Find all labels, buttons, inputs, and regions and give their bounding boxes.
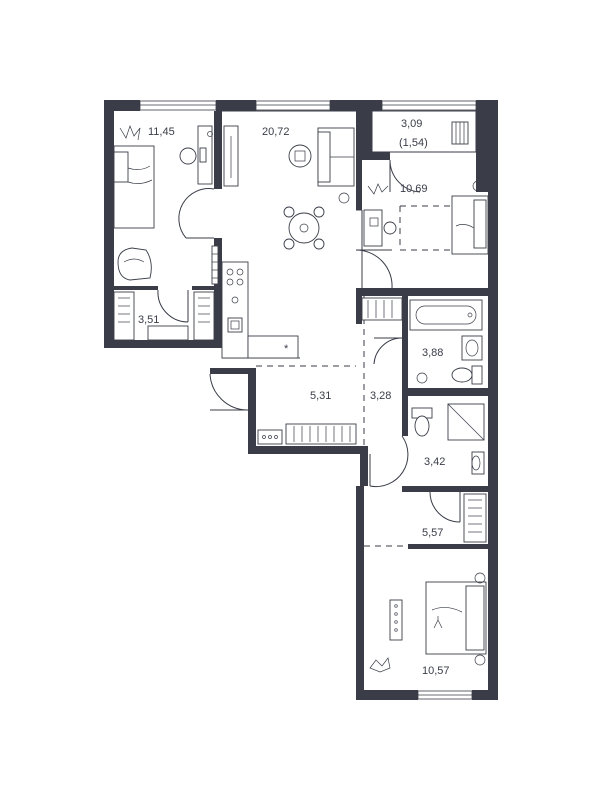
radiator-icon bbox=[211, 245, 219, 285]
toilet-icon bbox=[451, 365, 483, 385]
sink-icon-3 bbox=[471, 451, 485, 475]
washer-icon bbox=[416, 372, 428, 384]
radiator-icon-2 bbox=[389, 599, 403, 641]
area-label-corridor-1: 3,28 bbox=[370, 390, 391, 402]
area-label-balcony: 3,09 bbox=[401, 118, 422, 130]
wardrobe-racks bbox=[113, 291, 215, 341]
desk-icon-2 bbox=[363, 209, 397, 247]
area-label-toilet-shower: 3,42 bbox=[424, 456, 445, 468]
bed-icon bbox=[113, 145, 155, 229]
dining-table-icon bbox=[283, 206, 325, 250]
drying-rack-icon bbox=[451, 121, 469, 145]
area-label-wardrobe: 3,51 bbox=[138, 314, 159, 326]
doors bbox=[157, 159, 461, 523]
area-label-bedroom-3: 10,57 bbox=[422, 665, 450, 677]
area-label-bathroom: 3,88 bbox=[422, 347, 443, 359]
rug-icon bbox=[288, 144, 312, 168]
sink-icon-2 bbox=[461, 335, 483, 361]
plant-icon bbox=[119, 124, 141, 141]
windows bbox=[139, 100, 477, 700]
storage-strip bbox=[361, 297, 403, 321]
area-label-living-kitchen: 20,72 bbox=[262, 126, 290, 138]
area-label-bedroom-1: 11,45 bbox=[148, 126, 175, 138]
armchair-icon bbox=[117, 247, 152, 281]
shower-icon bbox=[447, 403, 485, 441]
fridge-mark: * bbox=[284, 343, 289, 355]
tv-unit bbox=[223, 125, 239, 187]
walls bbox=[104, 100, 498, 700]
room-labels: 11,45 20,72 3,09 (1,54) 10,69 3,51 3,88 … bbox=[138, 118, 450, 677]
bed-icon-2 bbox=[451, 195, 489, 255]
desk-icon bbox=[179, 125, 213, 185]
area-label-corridor-2: 5,57 bbox=[422, 527, 443, 539]
area-label-bedroom-2: 10,69 bbox=[400, 183, 428, 195]
plant-icon-3 bbox=[369, 572, 486, 673]
plant-icon-2 bbox=[338, 180, 484, 204]
area-label-entrance-hall: 5,31 bbox=[310, 390, 331, 402]
sink-icon bbox=[227, 317, 243, 333]
interior-lines bbox=[221, 110, 477, 547]
stove-icon bbox=[226, 268, 244, 304]
bathtub-icon bbox=[409, 299, 483, 331]
sofa-icon bbox=[317, 127, 355, 187]
area-note-balcony: (1,54) bbox=[399, 137, 428, 149]
toilet-icon-2 bbox=[411, 407, 433, 437]
bed-icon-3 bbox=[425, 581, 487, 655]
wardrobe-racks-2 bbox=[463, 493, 487, 543]
shoe-rack bbox=[257, 423, 357, 445]
